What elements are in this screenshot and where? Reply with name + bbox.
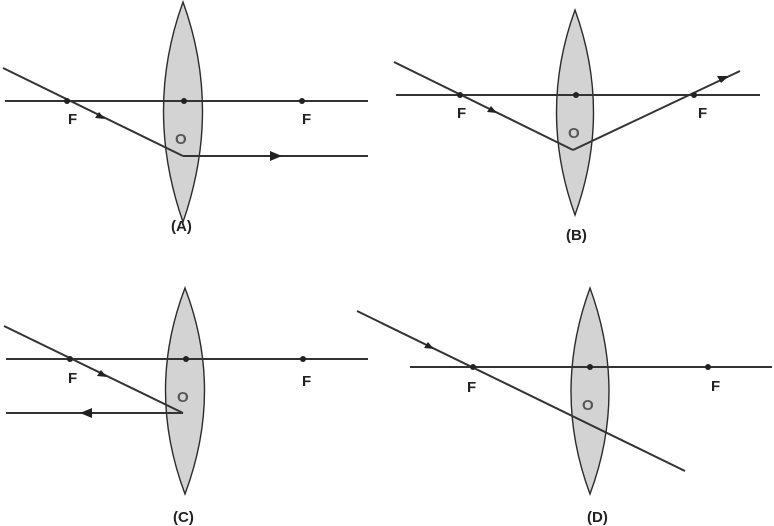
refracted-ray-b [572,70,741,151]
center-label-d: O [582,397,594,414]
focus-label-b-left: F [457,105,466,122]
focus-point-d-right [705,364,711,370]
diagram-c: F F O (C) [3,286,368,526]
convex-lens-c [164,286,206,496]
caption-a: (A) [171,218,192,235]
incident-ray-a [2,67,184,157]
ray-arrow-a1 [95,112,105,119]
focus-point-a-left [64,98,70,104]
center-label-c: O [177,389,189,406]
diagram-b: F F O (B) [393,7,760,244]
ray-arrow-a2 [270,151,282,161]
optical-center-c [183,356,189,362]
optical-center-a [181,98,187,104]
focus-label-a-left: F [68,111,77,128]
center-label-a: O [175,131,187,148]
focus-label-c-right: F [302,373,311,390]
focus-label-a-right: F [302,111,311,128]
diagram-d: F F O (D) [356,285,772,526]
center-label-b: O [568,125,580,142]
ray-arrow-d1 [424,342,434,349]
ray-arrow-c1 [97,370,107,377]
focus-label-d-right: F [711,378,720,395]
caption-c: (C) [173,509,194,526]
incident-ray-b [393,61,574,151]
optical-center-b [573,92,579,98]
convex-lens-b [555,7,595,218]
convex-lens-d [570,285,610,497]
focus-point-b-left [457,92,463,98]
undeviated-ray-d [356,310,686,472]
focus-label-d-left: F [467,379,476,396]
focus-label-b-right: F [698,105,707,122]
caption-d: (D) [587,509,608,526]
incident-ray-c [3,325,184,414]
ray-arrow-b2 [717,76,729,83]
caption-b: (B) [566,227,587,244]
ray-arrow-c2 [80,408,92,418]
focus-point-c-right [300,356,306,362]
focus-label-c-left: F [68,370,77,387]
focus-point-c-left [67,356,73,362]
optical-center-d [587,364,593,370]
focus-point-b-right [691,92,697,98]
diagram-a: F F O (A) [2,0,368,235]
focus-point-d-left [470,364,476,370]
ray-arrow-b1 [487,106,497,113]
convex-lens-a [162,0,204,225]
focus-point-a-right [299,98,305,104]
